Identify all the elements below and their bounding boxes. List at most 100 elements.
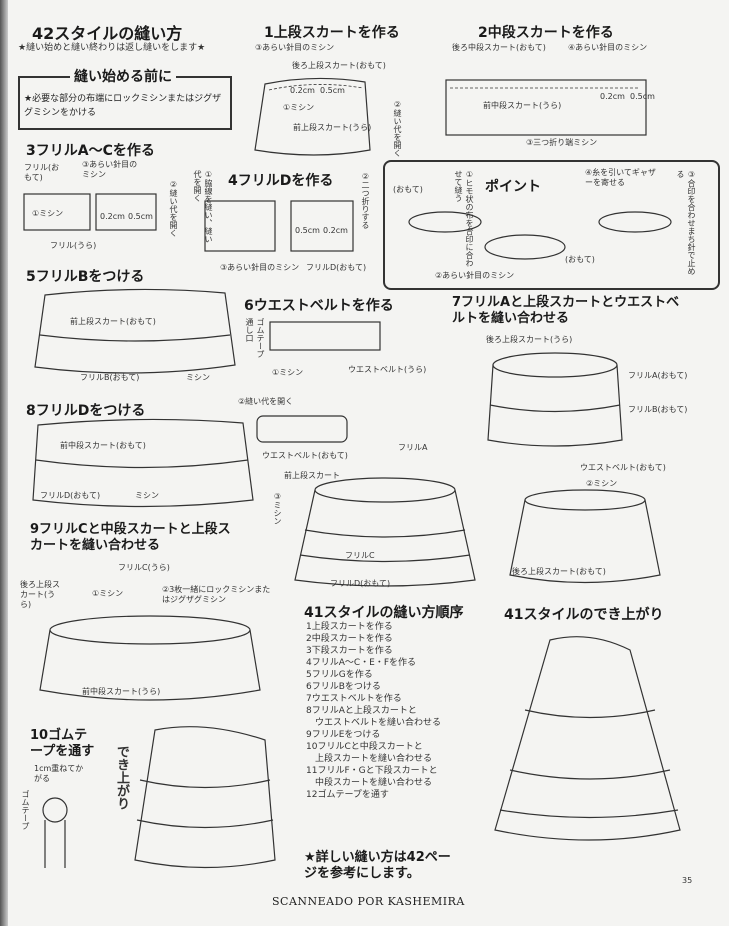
step7-drawing: [487, 352, 623, 447]
order-item: 12ゴムテープを通す: [306, 790, 389, 800]
label: ④糸を引いてギャザーを寄せる: [585, 168, 656, 187]
label: 後ろ上段スカート(うら): [20, 580, 60, 609]
elastic-drawing: [42, 797, 68, 868]
order-item: 10フリルCと中段スカートと: [306, 742, 423, 752]
label: ②3枚一緒にロックミシンまたはジグザグミシン: [162, 585, 271, 604]
label: 後ろ上段スカート(おもて): [292, 61, 386, 70]
label: ②ミシン: [586, 479, 618, 488]
label: (おもて): [393, 185, 423, 194]
label: 1cm重ねてかがる: [34, 764, 84, 783]
label: ミシン: [135, 491, 159, 500]
finish41-title: 41スタイルのでき上がり: [504, 607, 664, 623]
step3-title: 3フリルA〜Cを作る: [26, 143, 155, 159]
label: 前上段スカート: [284, 471, 340, 480]
seam-allowance-label: 0.2cm: [290, 86, 315, 95]
label: ②あらい針目のミシン: [435, 271, 515, 280]
page-number: 35: [682, 876, 693, 885]
label: フリルD(おもて): [330, 579, 391, 588]
label: ②縫い代を開く: [393, 100, 402, 157]
upper-skirt-drawing: [254, 77, 371, 156]
order-item: 8フリルAと上段スカートと: [306, 706, 417, 716]
seam-allowance-label: 0.5cm: [320, 86, 345, 95]
scan-credit: SCANNEADO POR KASHEMIRA: [272, 895, 465, 908]
label: フリルD(おもて): [40, 491, 101, 500]
order-item: 中段スカートを縫い合わせる: [306, 778, 433, 788]
step7b-drawing: [509, 489, 661, 584]
step9-title: 9フリルCと中段スカートと上段スカートを縫い合わせる: [30, 522, 231, 553]
label: 前中段スカート(うら): [82, 687, 161, 696]
label: ②縫い代を開く: [238, 397, 294, 406]
order-item: 5フリルGを作る: [306, 670, 373, 680]
before-title: 縫い始める前に: [70, 66, 176, 86]
seam-allowance-label: 0.2cm: [600, 92, 625, 101]
label: 後ろ上段スカート(うら): [486, 335, 573, 344]
order41-note: ★詳しい縫い方は42ページを参考にします。: [304, 850, 451, 881]
order-item: 上段スカートを縫い合わせる: [306, 754, 433, 764]
label: ①ミシン: [272, 368, 304, 377]
label: 後ろ上段スカート(おもて): [512, 567, 606, 576]
finished-skirt-drawing: [134, 726, 276, 869]
label: ウエストベルト(おもて): [262, 451, 348, 460]
frill-d-attach-drawing: [32, 418, 254, 508]
step8-title: 8フリルDをつける: [26, 403, 146, 419]
label: ③合印を合わせまち針で止める: [676, 170, 696, 275]
label: ④あらい針目のミシン: [568, 43, 648, 52]
label: (おもて): [565, 255, 595, 264]
step2-title: 2中段スカートを作る: [478, 25, 614, 41]
label: ①ミシン: [32, 209, 64, 218]
label: ①ミシン: [92, 589, 124, 598]
label: フリルA(おもて): [628, 371, 688, 380]
label: 後ろ中段スカート(おもて): [452, 43, 546, 52]
label: ゴムテープ: [21, 790, 30, 830]
step6-title: 6ウエストベルトを作る: [244, 298, 394, 314]
order-item: 2中段スカートを作る: [306, 634, 393, 644]
seam-allowance-label: 0.2cm: [323, 226, 348, 235]
label: フリルA: [398, 443, 428, 452]
label: ①ヒモ状の布を合印に合わせて縫う: [454, 170, 474, 267]
order-item: ウエストベルトを縫い合わせる: [306, 718, 442, 728]
step9-drawing: [39, 615, 261, 701]
label: フリルB(おもて): [628, 405, 688, 414]
label: 前上段スカート(うら): [293, 123, 372, 132]
order41-title: 41スタイルの縫い方順序: [304, 605, 464, 621]
seam-allowance-label: 0.5cm: [630, 92, 655, 101]
label: フリル(うら): [50, 241, 97, 250]
frill-drawing: [23, 193, 157, 231]
label: ②二つ折りする: [361, 172, 370, 229]
label: ③三つ折り端ミシン: [526, 138, 598, 147]
subtitle: ★縫い始めと縫い終わりは返し縫いをします★: [18, 43, 206, 53]
waistband-drawing: [269, 321, 381, 351]
frill-d-drawing: [204, 200, 354, 252]
label: ①脇線を縫い、縫い代を開く: [193, 170, 213, 243]
label: フリル(おもて): [24, 163, 60, 182]
order-item: 4フリルA〜C・E・Fを作る: [306, 658, 417, 668]
middle-skirt-drawing: [445, 79, 647, 136]
step10-title: 10ゴムテープを通す: [30, 728, 95, 759]
label: 前中段スカート(おもて): [60, 441, 146, 450]
label: フリルC: [345, 551, 375, 560]
done-title: でき上がり: [114, 745, 129, 810]
label: ミシン: [186, 373, 210, 382]
order-item: 7ウエストベルトを作る: [306, 694, 402, 704]
finished-41-drawing: [494, 636, 681, 841]
point-box: ポイント (おもて) ①ヒモ状の布を合印に合わせて縫う ④糸を引いてギャザーを寄…: [383, 160, 720, 290]
gather-drawing: [408, 211, 672, 260]
label: ①ミシン: [283, 103, 315, 112]
label: ③ミシン: [273, 492, 282, 525]
label: フリルB(おもて): [80, 373, 140, 382]
point-title: ポイント: [485, 179, 541, 195]
waistband-loop-drawing: [256, 415, 348, 443]
label: 前上段スカート(おもて): [70, 317, 156, 326]
label: 前中段スカート(うら): [483, 101, 562, 110]
label: ③あらい針目のミシン: [220, 263, 300, 272]
label: ウエストベルト(うら): [348, 365, 427, 374]
order-item: 3下段スカートを作る: [306, 646, 393, 656]
step7-title: 7フリルAと上段スカートとウエストベルトを縫い合わせる: [452, 295, 680, 326]
label: ウエストベルト(おもて): [580, 463, 666, 472]
label: ③あらい針目のミシン: [255, 43, 335, 52]
order-item: 6フリルBをつける: [306, 682, 381, 692]
frill-b-drawing: [34, 288, 236, 374]
step5-title: 5フリルBをつける: [26, 269, 145, 285]
before-sewing-box: 縫い始める前に ★必要な部分の布端にロックミシンまたはジグザグミシンをかける: [18, 66, 232, 130]
